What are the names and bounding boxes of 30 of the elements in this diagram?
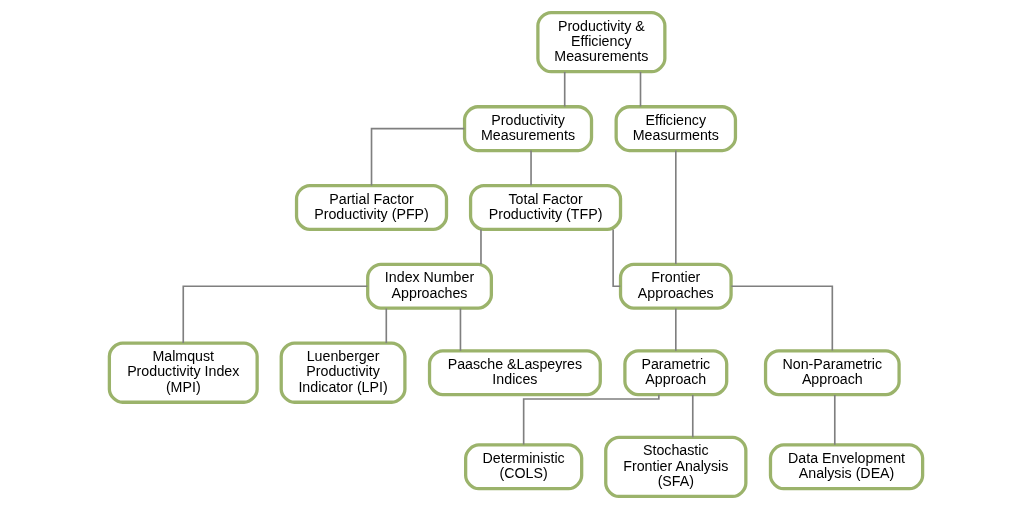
node-box: Non-Parametric Approach bbox=[763, 349, 901, 397]
node-box: Parametric Approach bbox=[623, 349, 729, 397]
node-box: Malmqust Productivity Index (MPI) bbox=[107, 341, 259, 404]
connector bbox=[459, 307, 462, 352]
connector bbox=[674, 307, 677, 352]
node-box: Data Envelopment Analysis (DEA) bbox=[768, 443, 925, 491]
node-box: Efficiency Measurments bbox=[614, 105, 738, 153]
connector bbox=[530, 149, 532, 187]
connector bbox=[691, 394, 694, 439]
connector bbox=[674, 149, 677, 265]
connector bbox=[182, 285, 369, 344]
node-box: Partial Factor Productivity (PFP) bbox=[294, 183, 449, 231]
connector bbox=[522, 394, 660, 446]
connector bbox=[385, 307, 388, 344]
node-box: Frontier Approaches bbox=[618, 262, 733, 310]
connector bbox=[480, 228, 482, 265]
connector bbox=[563, 71, 566, 108]
node-box: Deterministic (COLS) bbox=[464, 443, 584, 491]
connector bbox=[612, 228, 622, 288]
node-box: Stochastic Frontier Analysis (SFA) bbox=[604, 435, 748, 499]
node-box: Productivity Measurements bbox=[462, 105, 594, 153]
connector bbox=[370, 127, 466, 187]
node-box: Productivity & Efficiency Measurements bbox=[536, 10, 667, 74]
node-box: Total Factor Productivity (TFP) bbox=[468, 183, 623, 231]
connector bbox=[639, 71, 642, 108]
node-box: Luenberger Productivity Indicator (LPI) bbox=[279, 341, 407, 404]
node-box: Paasche &Laspeyres Indices bbox=[427, 349, 602, 397]
connector bbox=[730, 285, 834, 352]
connector bbox=[833, 394, 836, 446]
node-box: Index Number Approaches bbox=[366, 262, 493, 310]
